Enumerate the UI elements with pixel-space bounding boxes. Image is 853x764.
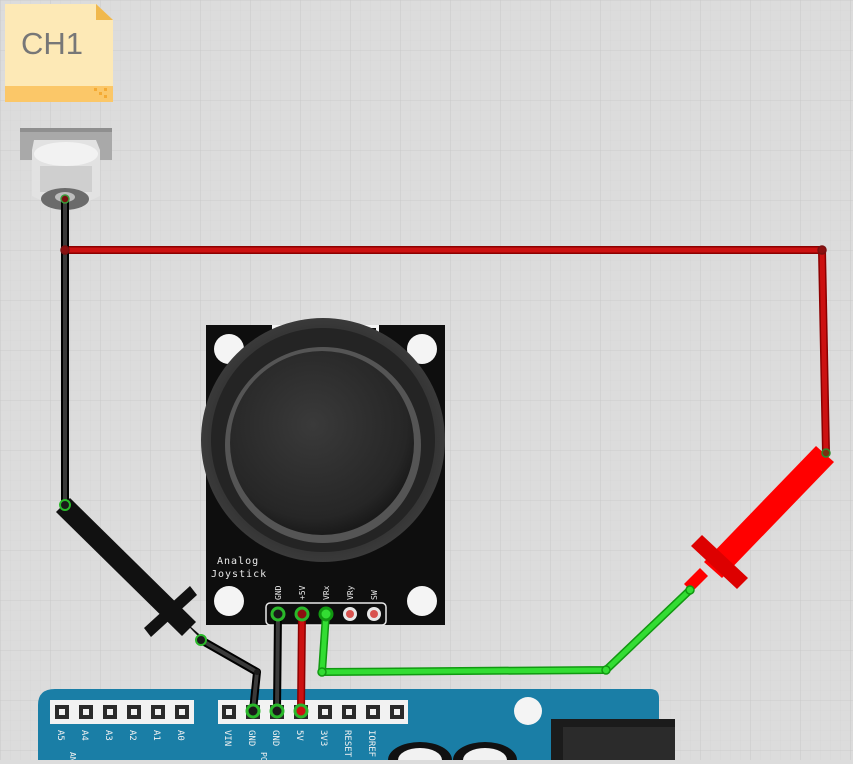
arduino-board[interactable]: A5 A4 A3 A2 A1 A0 ANALOG IN VIN GND GND … xyxy=(38,689,675,764)
pin-label-gnd-2: GND xyxy=(270,730,280,746)
board-mounting-hole xyxy=(514,697,542,725)
pin-label-sw: SW xyxy=(370,590,379,600)
analog-header-label: ANALOG IN xyxy=(68,752,77,760)
channel-label: CH1 xyxy=(21,26,83,61)
analog-pin-labels: A5 A4 A3 A2 A1 A0 ANALOG IN xyxy=(55,730,185,764)
pin-label-a1: A1 xyxy=(151,730,161,741)
mounting-hole xyxy=(214,586,244,616)
pin-label-gnd-1: GND xyxy=(246,730,256,746)
pin-label-gnd: GND xyxy=(274,585,283,600)
joystick-pin-labels: GND +5V VRx VRy SW xyxy=(274,585,379,600)
pin-label-a0: A0 xyxy=(175,730,185,741)
connection-nodes xyxy=(59,194,831,719)
channel-tag xyxy=(5,4,113,102)
pin-label-reset: RESET xyxy=(342,730,352,758)
pin-label-ioref: IOREF xyxy=(366,730,376,757)
joystick-title-line1: Analog xyxy=(217,556,259,567)
pin-label-5v: 5V xyxy=(294,730,304,741)
joystick-knob[interactable] xyxy=(230,351,414,535)
mounting-hole xyxy=(407,586,437,616)
pin-label-3v3: 3V3 xyxy=(318,730,328,746)
power-pin-labels: VIN GND GND 5V 3V3 RESET IOREF POWER xyxy=(222,730,376,764)
oscilloscope-probe-connector[interactable]: CH1 xyxy=(5,4,113,210)
pin-label-a3: A3 xyxy=(103,730,113,741)
pin-label-vry: VRy xyxy=(346,585,355,600)
joystick-title-line2: Joystick xyxy=(211,569,267,580)
pin-label-a5: A5 xyxy=(55,730,65,741)
pin-label-5v: +5V xyxy=(298,585,307,600)
mounting-hole xyxy=(407,334,437,364)
pin-label-a4: A4 xyxy=(79,730,89,741)
pin-label-vin: VIN xyxy=(222,730,232,746)
joystick-module[interactable]: Analog Joystick GND +5V VRx VRy SW xyxy=(201,318,445,626)
analog-header xyxy=(50,700,194,724)
power-header-label: POWER xyxy=(259,752,268,760)
pin-label-vrx: VRx xyxy=(322,585,331,600)
pin-label-a2: A2 xyxy=(127,730,137,741)
